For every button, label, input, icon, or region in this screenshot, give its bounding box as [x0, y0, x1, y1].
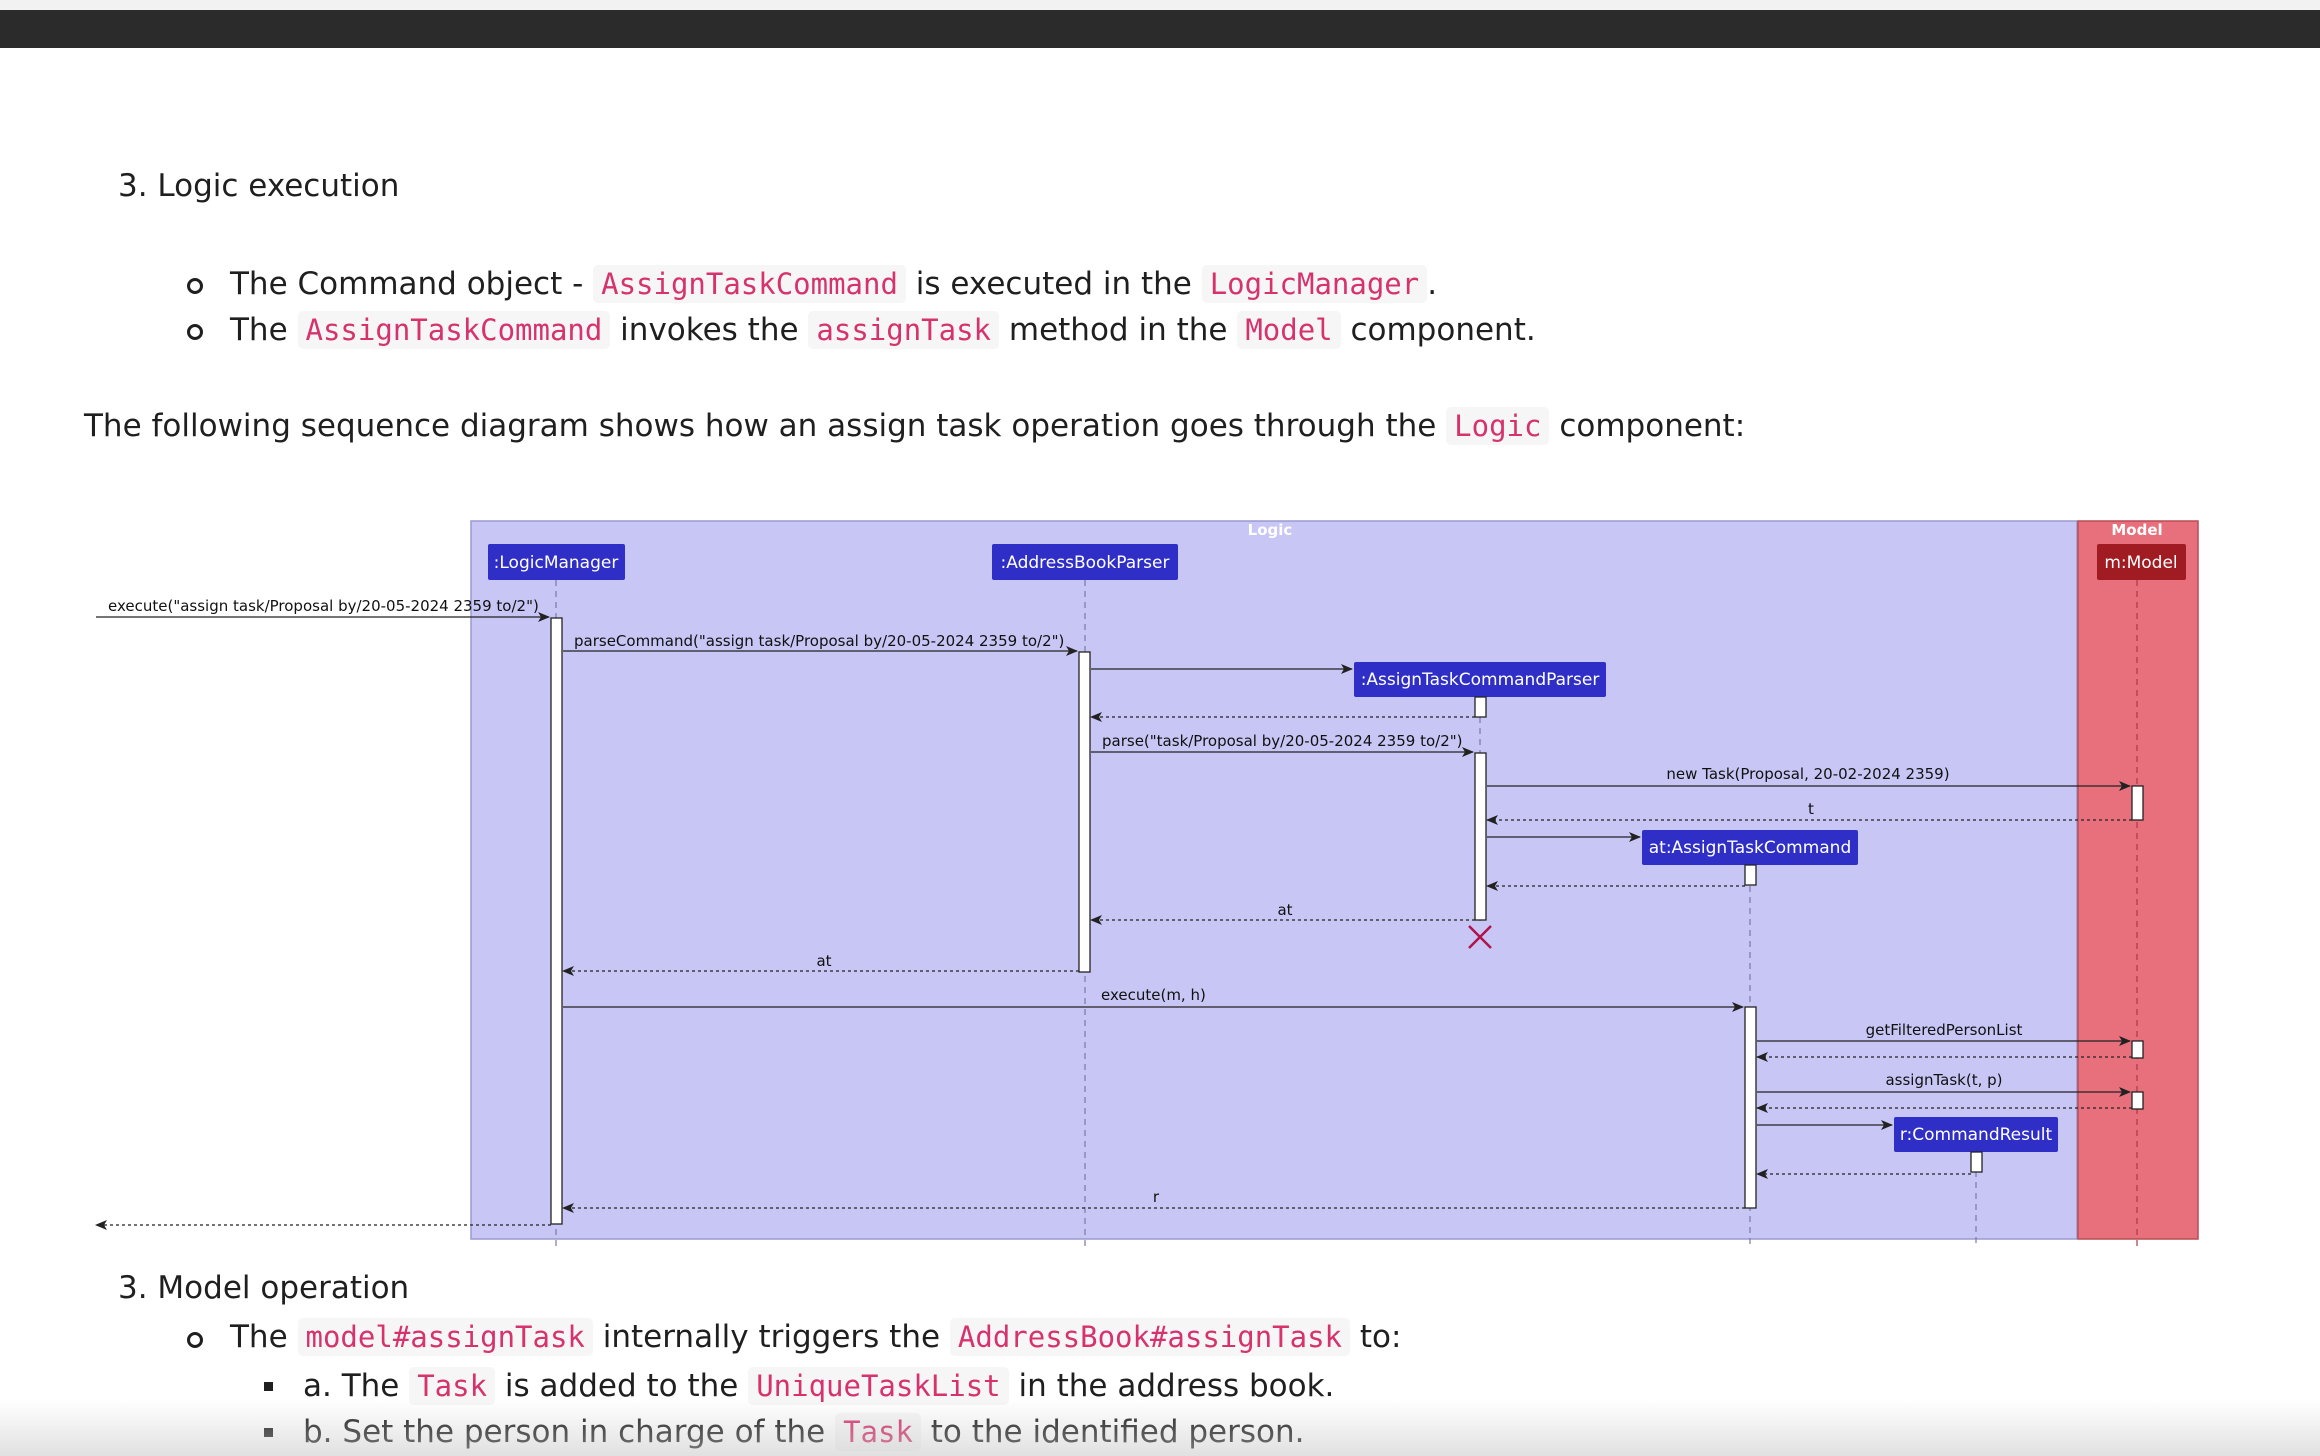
window-top-edge [0, 0, 2320, 10]
activation-model-assign-task [2131, 1091, 2144, 1110]
activation-logic-manager [550, 617, 563, 1225]
text: to: [1350, 1319, 1402, 1355]
code-logic-manager: LogicManager [1201, 265, 1428, 303]
diagram-intro: The following sequence diagram shows how… [84, 406, 1745, 446]
activation-model-get-filtered [2131, 1040, 2144, 1059]
activation-command-execute [1744, 1006, 1757, 1209]
model-box [2077, 520, 2199, 1240]
text: method in the [999, 312, 1238, 348]
text: component: [1549, 408, 1746, 444]
bullet-circle [187, 278, 203, 294]
model-bullet: The model#assignTask internally triggers… [230, 1317, 1401, 1357]
activation-parser-parse [1474, 752, 1487, 921]
text: The [230, 1319, 298, 1355]
step-logic-heading: 3. Logic execution [118, 168, 400, 204]
text: is added to the [495, 1368, 749, 1404]
code-unique-task-list: UniqueTaskList [748, 1367, 1009, 1405]
participant-assign-task-command-parser [1354, 662, 1606, 697]
label-assign-task: assignTask(t, p) [1885, 1071, 2002, 1089]
code-assign-task: assignTask [808, 311, 1000, 349]
participant-logic-manager-label: :LogicManager [494, 553, 619, 573]
label-at-return-2: at [816, 952, 831, 970]
label-r-return: r [1153, 1188, 1160, 1206]
code-model: Model [1237, 311, 1341, 349]
text: to the identified person. [920, 1414, 1305, 1450]
text: The following sequence diagram shows how… [84, 408, 1447, 444]
logic-bullet-2: The AssignTaskCommand invokes the assign… [230, 310, 1536, 350]
participant-command-result [1894, 1117, 2058, 1152]
bullet-square [264, 1428, 273, 1437]
code-task: Task [835, 1413, 921, 1451]
activation-parser-create [1474, 696, 1487, 718]
text: a. The [303, 1368, 410, 1404]
label-parse-command: parseCommand("assign task/Proposal by/20… [574, 632, 1064, 650]
label-t-return: t [1808, 800, 1814, 818]
label-execute-call: execute("assign task/Proposal by/20-05-2… [108, 597, 539, 615]
participant-model [2097, 544, 2186, 580]
text: invokes the [610, 312, 809, 348]
participant-address-book-parser-label: :AddressBookParser [1001, 553, 1170, 573]
text: b. Set the person in charge of the [303, 1414, 836, 1450]
bullet-circle [187, 324, 203, 340]
participant-model-label: m:Model [2104, 553, 2177, 573]
label-get-filtered: getFilteredPersonList [1866, 1021, 2023, 1039]
text: in the address book. [1008, 1368, 1335, 1404]
label-execute-mh: execute(m, h) [1101, 986, 1206, 1004]
activation-address-book-parser [1078, 651, 1091, 973]
code-model-assign-task: model#assignTask [297, 1318, 593, 1356]
destroy-marker [1468, 925, 1492, 949]
step-model-heading: 3. Model operation [118, 1270, 410, 1306]
text: . [1427, 266, 1438, 302]
text: component. [1340, 312, 1536, 348]
logic-box [470, 520, 2078, 1240]
label-new-task: new Task(Proposal, 20-02-2024 2359) [1666, 765, 1949, 783]
code-address-book-assign-task: AddressBook#assignTask [949, 1318, 1351, 1356]
text: is executed in the [905, 266, 1202, 302]
model-box-label: Model [2111, 521, 2162, 539]
top-bar [0, 10, 2320, 48]
text: The Command object - [230, 266, 594, 302]
participant-command-result-label: r:CommandResult [1900, 1125, 2053, 1145]
participant-logic-manager [488, 544, 625, 580]
code-assign-task-command: AssignTaskCommand [593, 265, 906, 303]
activation-model-new-task [2131, 785, 2144, 821]
participant-address-book-parser [992, 544, 1178, 580]
activation-command-create [1744, 864, 1757, 886]
code-task: Task [409, 1367, 496, 1405]
logic-box-label: Logic [1248, 521, 1293, 539]
text: The [230, 312, 298, 348]
bullet-circle [187, 1332, 203, 1348]
participant-assign-task-command-label: at:AssignTaskCommand [1649, 838, 1852, 858]
label-parse: parse("task/Proposal by/20-05-2024 2359 … [1102, 732, 1462, 750]
bullet-square [264, 1382, 273, 1391]
text: internally triggers the [592, 1319, 950, 1355]
logic-bullet-1: The Command object - AssignTaskCommand i… [230, 264, 1437, 304]
model-subitem-a: a. The Task is added to the UniqueTaskLi… [303, 1366, 1334, 1406]
activation-command-result-create [1970, 1151, 1983, 1173]
code-logic: Logic [1446, 407, 1550, 445]
model-subitem-b: b. Set the person in charge of the Task … [303, 1412, 1305, 1452]
label-at-return-1: at [1277, 901, 1292, 919]
participant-assign-task-command-parser-label: :AssignTaskCommandParser [1361, 670, 1600, 690]
code-assign-task-command: AssignTaskCommand [297, 311, 611, 349]
participant-assign-task-command [1642, 830, 1858, 865]
